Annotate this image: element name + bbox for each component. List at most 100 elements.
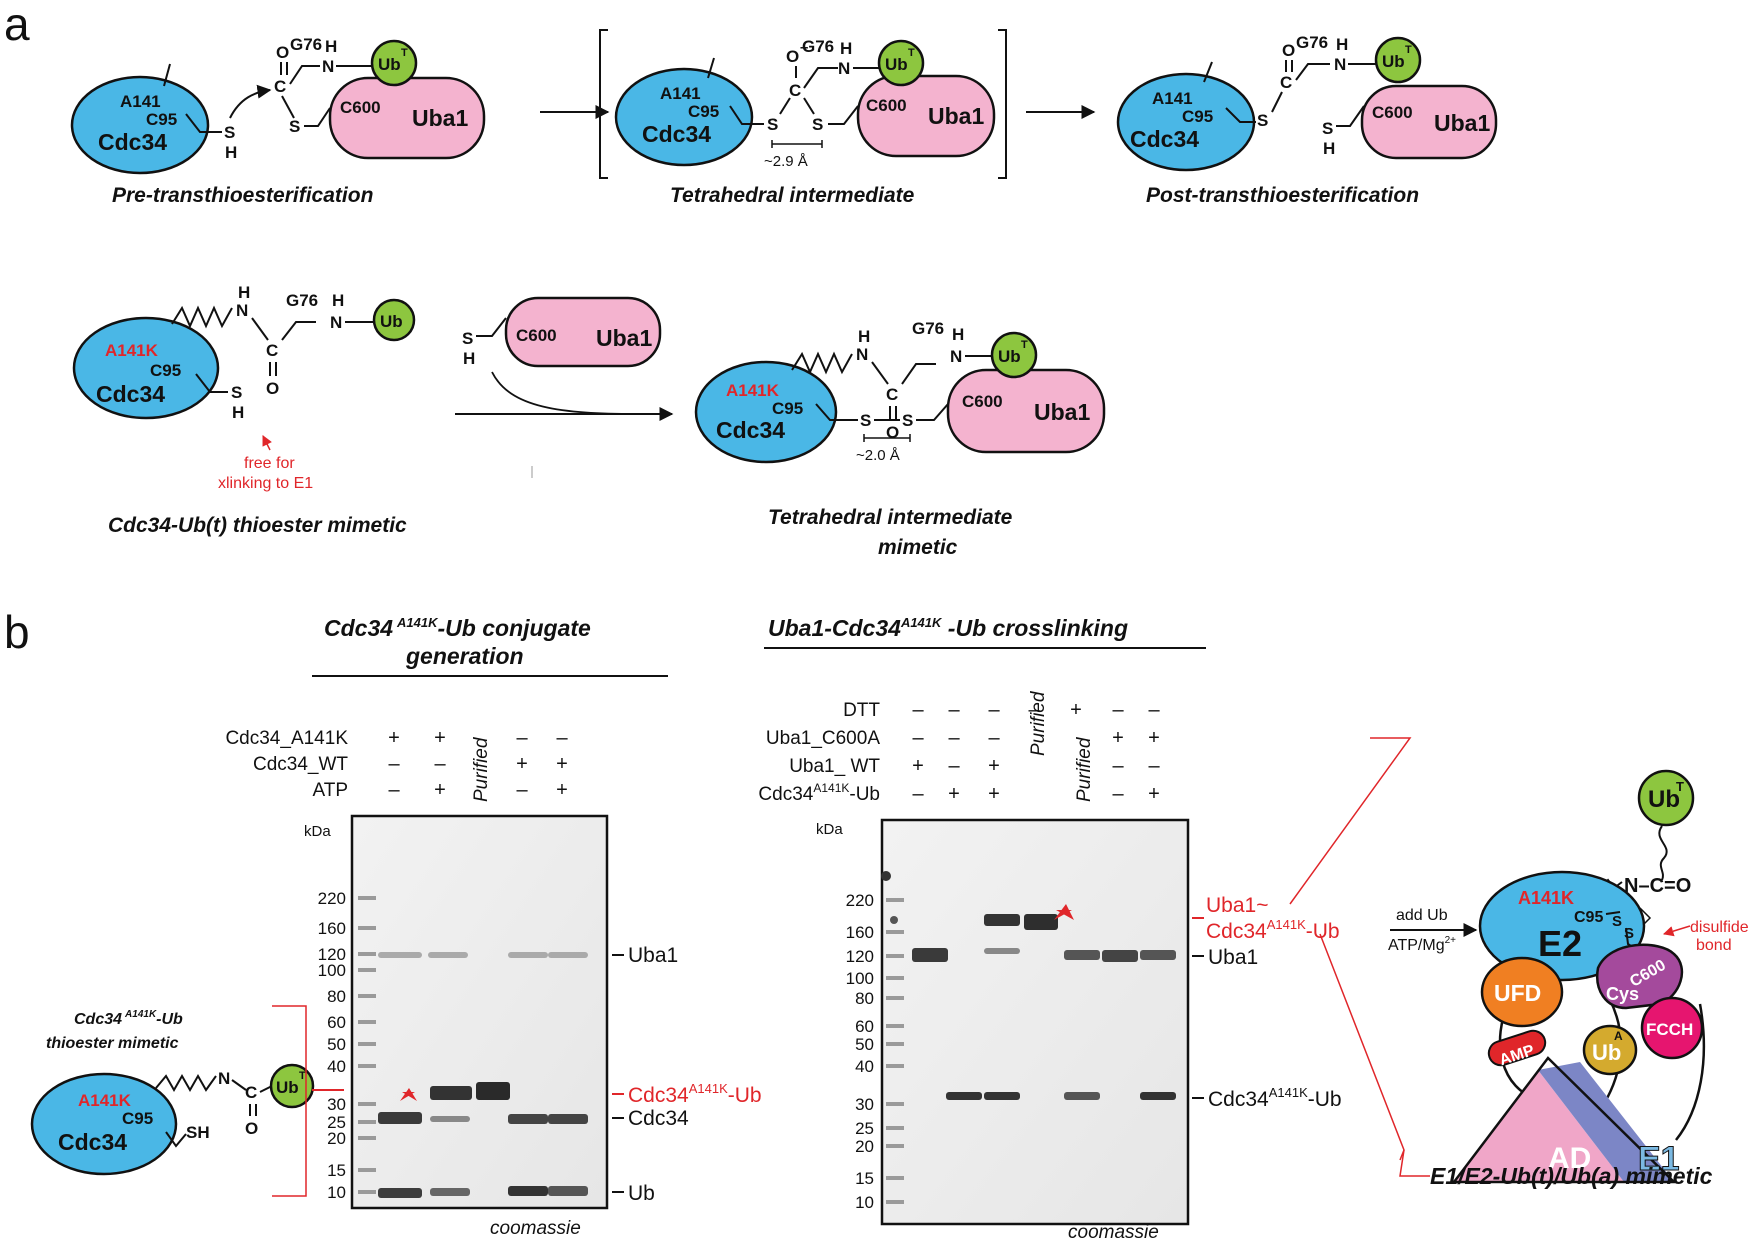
uba1-label: Uba1 — [596, 325, 652, 351]
band-label-uba1: Uba1 — [1208, 946, 1258, 969]
gel1-band-labels: Uba1 Cdc34A141K-Ub Cdc34 Ub — [612, 944, 762, 1205]
condition-symbol: – — [388, 753, 400, 775]
row-label-cdc34-conj: Cdc34A141K-Ub — [758, 781, 880, 805]
title-part: -Ub crosslinking — [941, 615, 1128, 641]
gel-band — [912, 948, 948, 962]
o-label: O — [886, 423, 899, 442]
ladder-band — [358, 1020, 376, 1024]
atp-mg-text: ATP/Mg2+ — [1388, 935, 1456, 954]
caption-tetra-mimetic-1: Tetrahedral intermediate — [768, 506, 1013, 529]
condition-symbol: – — [912, 727, 924, 749]
gel1-frame — [350, 814, 609, 1210]
xlinking-text: xlinking to E1 — [218, 475, 313, 492]
t-label: T — [1021, 339, 1028, 351]
c95-label: C95 — [1182, 107, 1213, 126]
label-sup: A141K — [813, 781, 849, 795]
uba1-shape — [1360, 84, 1498, 160]
ufd-ellipse — [1480, 956, 1564, 1028]
condition-symbol: – — [434, 753, 446, 775]
c-label: C — [886, 385, 898, 404]
n-label: N — [236, 301, 248, 320]
g76-label: G76 — [912, 319, 944, 338]
cdc34-ellipse — [30, 1072, 178, 1176]
cdc34-label: Cdc34 — [96, 381, 165, 407]
condition-symbol: – — [556, 727, 568, 749]
ladder-band — [358, 1136, 376, 1140]
condition-symbol: – — [388, 779, 400, 801]
h-label: H — [332, 291, 344, 310]
gel-spot — [881, 871, 891, 881]
disulfide-text: disulfide — [1690, 919, 1748, 936]
s-label: S — [902, 411, 913, 430]
ladder-band — [358, 1102, 376, 1106]
t-label: T — [299, 1070, 306, 1082]
o-label: O — [1282, 41, 1295, 60]
uba1-label: Uba1 — [1034, 399, 1090, 425]
ub-circle — [269, 1063, 315, 1109]
condition-symbol: + — [1148, 727, 1160, 749]
s-label: S — [231, 383, 242, 402]
stain-label: coomassie — [490, 1218, 581, 1239]
gel-band — [1024, 914, 1058, 930]
gel1-bands — [378, 952, 588, 1198]
marker-label: 100 — [846, 969, 874, 988]
h-label: H — [325, 37, 337, 56]
h-label: H — [840, 39, 852, 58]
label-part: Cdc34 — [628, 1084, 689, 1107]
c-label: C — [789, 81, 801, 100]
c-label: C — [1280, 73, 1292, 92]
row-label-uba1-c600a: Uba1_C600A — [766, 728, 880, 749]
ladder-band — [358, 968, 376, 972]
gel-band — [430, 1188, 470, 1196]
s-label: S — [767, 115, 778, 134]
band-label-cdc34: Cdc34 — [628, 1107, 689, 1130]
h-label: H — [225, 143, 237, 162]
c600-label: C600 — [340, 98, 381, 117]
s-label: S — [1322, 119, 1333, 138]
distance-label: ~2.0 Å — [856, 447, 900, 464]
uba1-label: Uba1 — [412, 105, 468, 131]
s-label: S — [289, 117, 300, 136]
linker-zigzag — [155, 1073, 217, 1093]
label-sup: A141K — [1267, 917, 1306, 932]
a141k-label: A141K — [726, 381, 780, 400]
gel-band — [508, 952, 548, 958]
bond-text: bond — [1696, 937, 1732, 954]
condition-symbol: – — [1112, 783, 1124, 805]
marker-label: 30 — [855, 1095, 874, 1114]
condition-symbol: + — [556, 753, 568, 775]
h-label: H — [1336, 35, 1348, 54]
gel-band — [508, 1186, 548, 1196]
gel1-title-line2: generation — [405, 643, 524, 669]
g76-label: G76 — [286, 291, 318, 310]
row-label-cdc34-wt: Cdc34_WT — [253, 754, 348, 775]
row-label-dtt: DTT — [843, 700, 880, 721]
o-label: O — [276, 43, 289, 62]
gel-band — [1140, 950, 1176, 960]
ad-label: AD — [1548, 1142, 1591, 1175]
gel-band — [476, 1082, 510, 1100]
condition-symbol: – — [948, 755, 960, 777]
gel2-band-labels: Uba1~ Cdc34A141K-Ub Uba1 Cdc34A141K-Ub — [1192, 894, 1342, 1111]
condition-symbol: – — [1148, 699, 1160, 721]
n-label: N — [218, 1069, 230, 1088]
panel-b-label: b — [4, 606, 30, 658]
gel-spot — [890, 916, 898, 924]
title-part: -Ub — [156, 1011, 183, 1028]
gel-band — [378, 952, 422, 958]
label-part: -Ub — [849, 784, 880, 805]
ladder-band — [358, 1064, 376, 1068]
n-label: N — [856, 345, 868, 364]
row-label-atp: ATP — [312, 780, 348, 801]
ub-circle — [1374, 36, 1422, 84]
ladder-band — [886, 1042, 904, 1046]
label-sup: A141K — [1269, 1085, 1308, 1100]
a141-label: A141 — [660, 84, 701, 103]
uba1-label: Uba1 — [928, 103, 984, 129]
h-label: H — [952, 325, 964, 344]
marker-label: 60 — [327, 1013, 346, 1032]
c600-label: C600 — [866, 96, 907, 115]
marker-label: 15 — [855, 1169, 874, 1188]
